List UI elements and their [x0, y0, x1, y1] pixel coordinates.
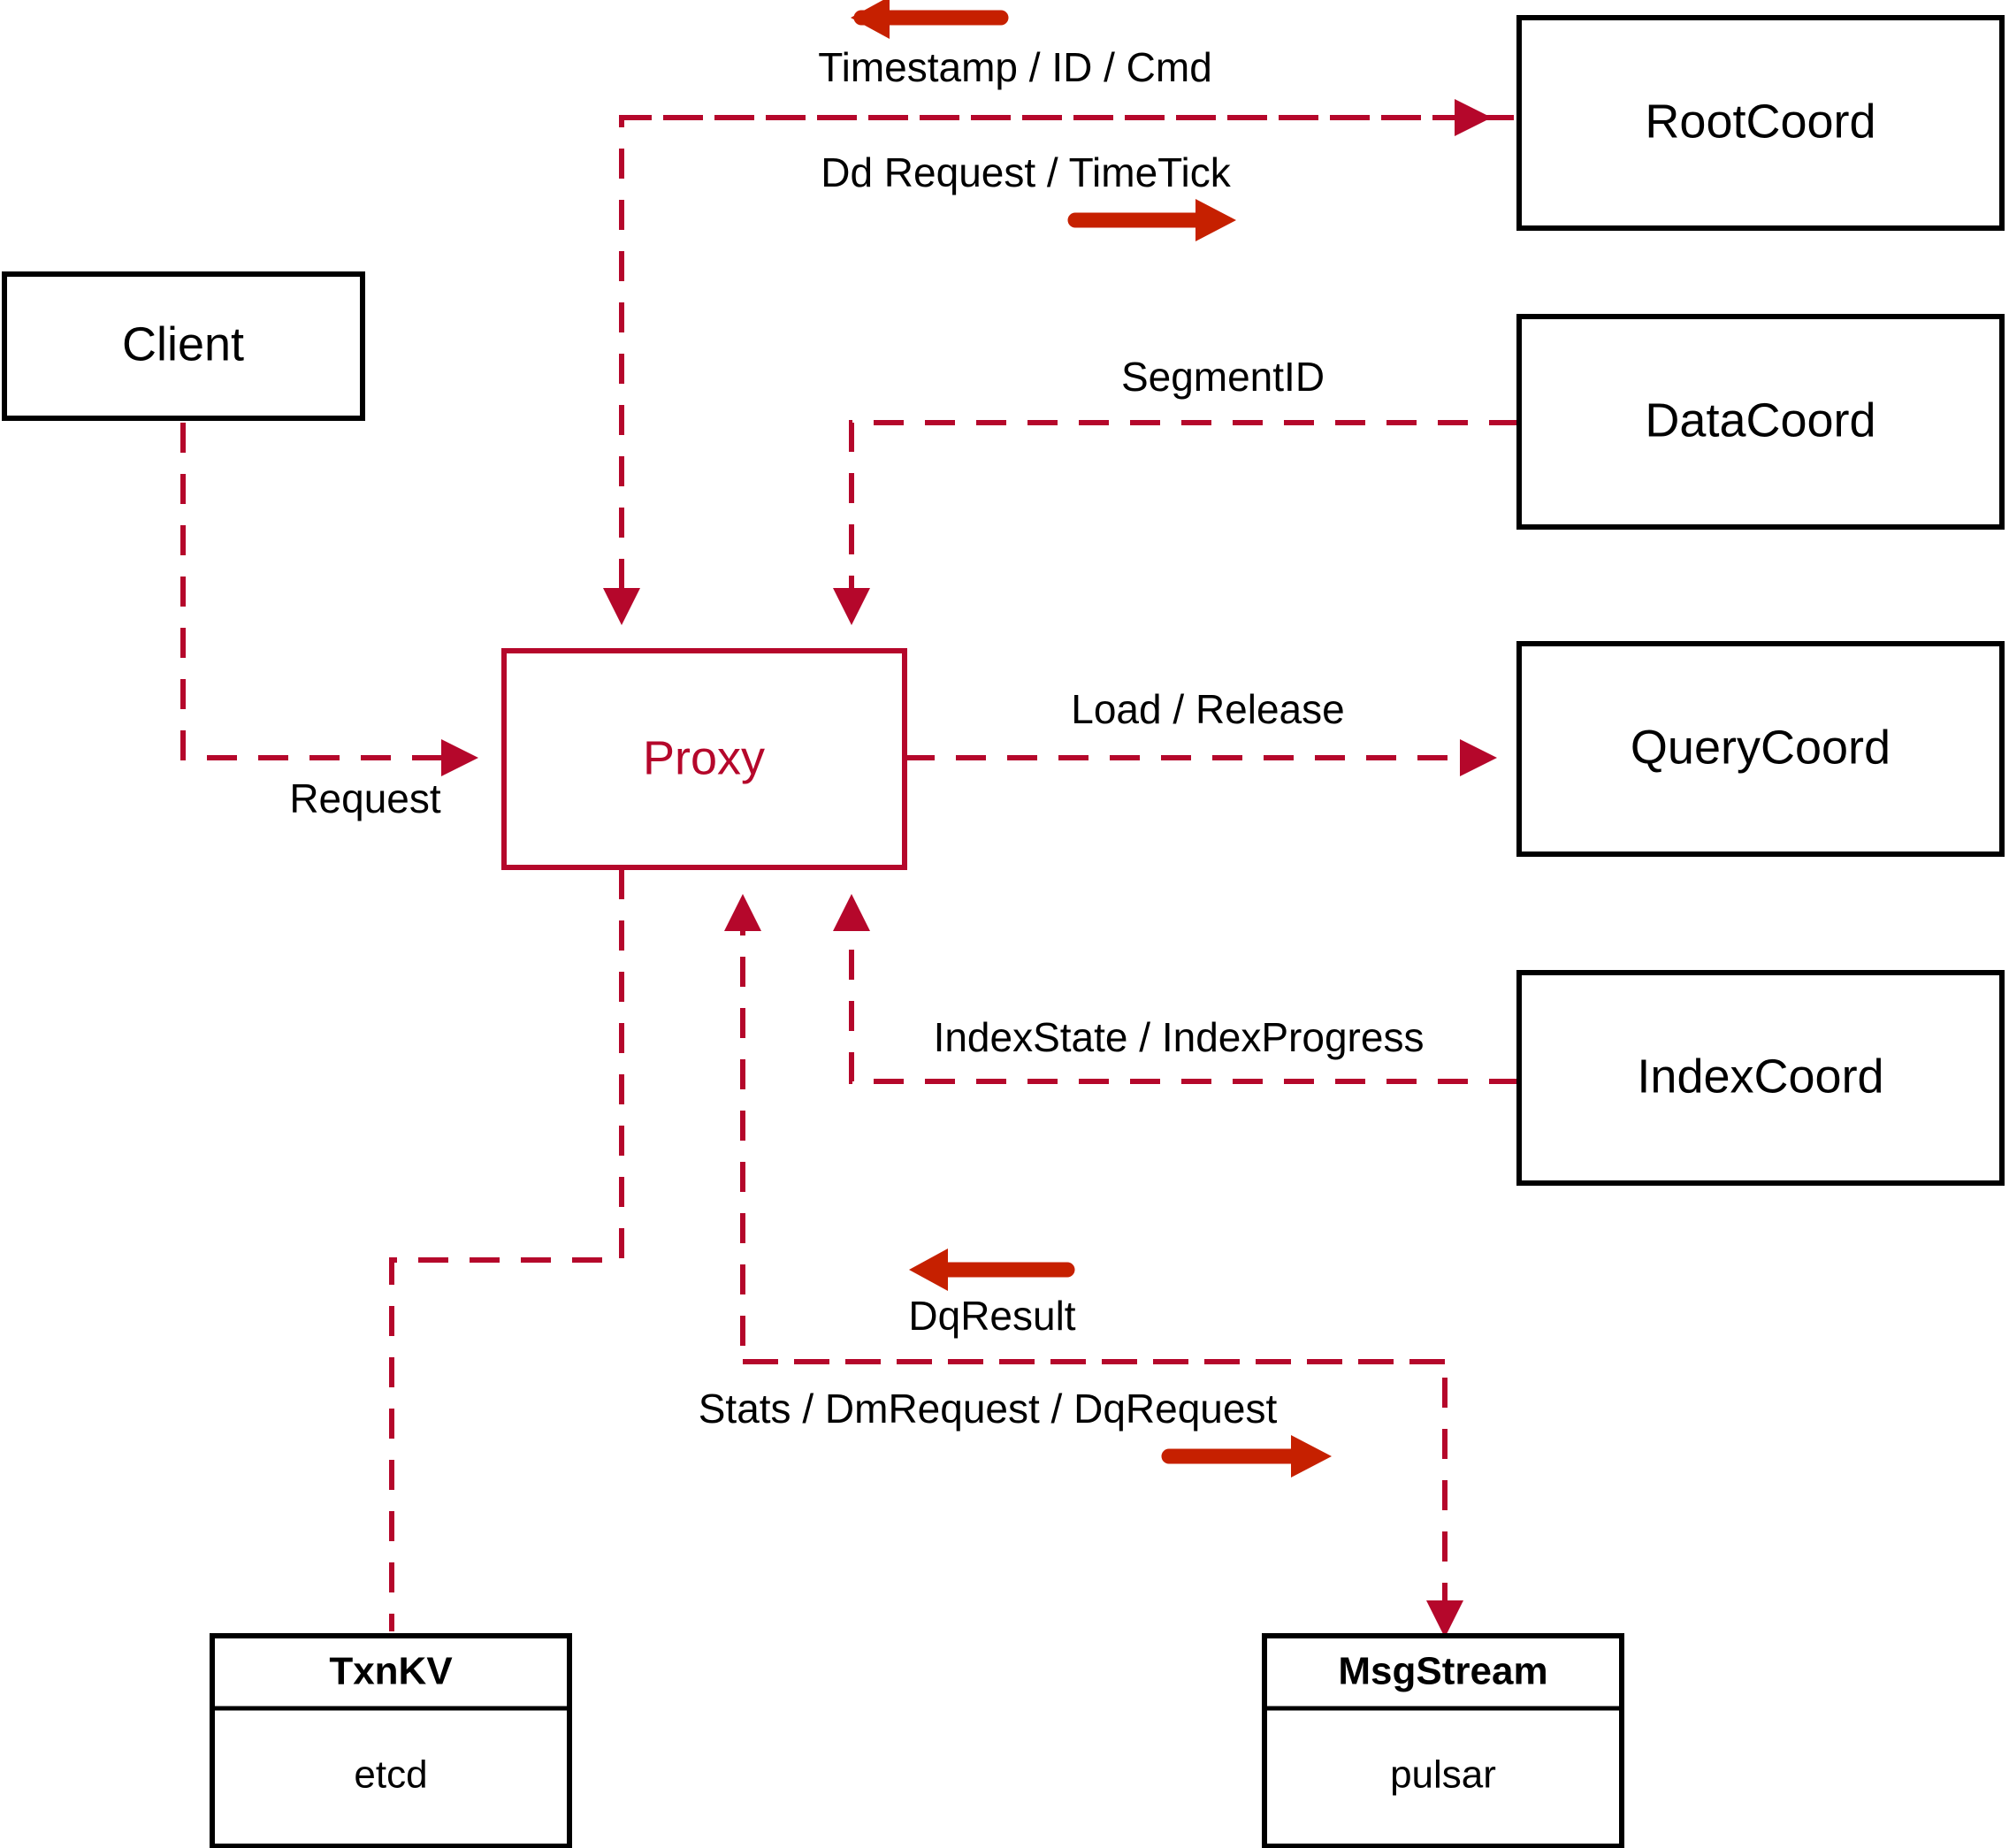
- node-rootcoord-box[interactable]: [1516, 15, 2005, 231]
- node-rootcoord[interactable]: RootCoord: [1516, 15, 2005, 231]
- node-layer: Client Proxy RootCoord DataCoord QueryCo…: [2, 15, 2005, 1848]
- flow-arrow-ddrequest-icon: [1067, 199, 1236, 241]
- edge-msgstream-to-proxy-path: [724, 894, 1445, 1364]
- node-msgstream-box[interactable]: [1262, 1633, 1624, 1848]
- node-proxy-box[interactable]: [501, 648, 907, 870]
- edge-label-load-release: Load / Release: [1071, 686, 1344, 732]
- node-msgstream[interactable]: MsgStream pulsar: [1262, 1633, 1624, 1848]
- edge-label-dqresult: DqResult: [908, 1293, 1075, 1339]
- edge-label-dd-request-timetick: Dd Request / TimeTick: [821, 149, 1232, 195]
- node-client-box[interactable]: [2, 271, 365, 421]
- edge-proxy-to-msgstream-path: [743, 1359, 1463, 1638]
- node-client[interactable]: Client: [2, 271, 365, 421]
- edge-label-timestamp-id-cmd: Timestamp / ID / Cmd: [818, 44, 1212, 90]
- node-msgstream-label: MsgStream: [1338, 1650, 1547, 1693]
- edge-indexcoord-to-proxy-path: [833, 894, 1519, 1084]
- edge-label-request: Request: [289, 775, 441, 821]
- node-indexcoord-box[interactable]: [1516, 970, 2005, 1186]
- node-txnkv-label: TxnKV: [329, 1650, 453, 1693]
- flow-arrow-dqresult-icon: [909, 1249, 1075, 1291]
- edge-client-to-proxy-path: [180, 423, 478, 776]
- node-querycoord-box[interactable]: [1516, 641, 2005, 857]
- edge-label-stats-dmrequest-dqrequest: Stats / DmRequest / DqRequest: [699, 1386, 1278, 1432]
- node-querycoord-label: QueryCoord: [1631, 721, 1891, 774]
- edge-datacoord-to-proxy-path: [833, 420, 1519, 625]
- flow-arrow-timestamp-icon: [851, 0, 1009, 39]
- node-txnkv-box[interactable]: [210, 1633, 572, 1848]
- node-datacoord[interactable]: DataCoord: [1516, 314, 2005, 530]
- node-client-label: Client: [122, 317, 244, 370]
- node-rootcoord-label: RootCoord: [1645, 95, 1875, 148]
- node-txnkv-sublabel: etcd: [354, 1753, 427, 1797]
- node-indexcoord-label: IndexCoord: [1637, 1050, 1883, 1103]
- node-proxy-label: Proxy: [643, 731, 765, 784]
- node-msgstream-sublabel: pulsar: [1390, 1753, 1496, 1797]
- edge-label-indexstate-indexprogress: IndexState / IndexProgress: [934, 1014, 1425, 1060]
- edge-label-layer: Timestamp / ID / Cmd Dd Request / TimeTi…: [289, 44, 1424, 1432]
- flow-arrow-layer: [851, 0, 1332, 1478]
- node-txnkv[interactable]: TxnKV etcd: [210, 1633, 572, 1848]
- node-datacoord-box[interactable]: [1516, 314, 2005, 530]
- node-proxy[interactable]: Proxy: [501, 648, 907, 870]
- edge-proxy-to-txnkv-path: [389, 869, 624, 1631]
- node-querycoord[interactable]: QueryCoord: [1516, 641, 2005, 857]
- flow-arrow-stats-icon: [1161, 1435, 1332, 1478]
- edge-label-segmentid: SegmentID: [1121, 354, 1325, 400]
- node-datacoord-label: DataCoord: [1645, 393, 1875, 447]
- edge-layer: [180, 99, 1519, 1638]
- node-indexcoord[interactable]: IndexCoord: [1516, 970, 2005, 1186]
